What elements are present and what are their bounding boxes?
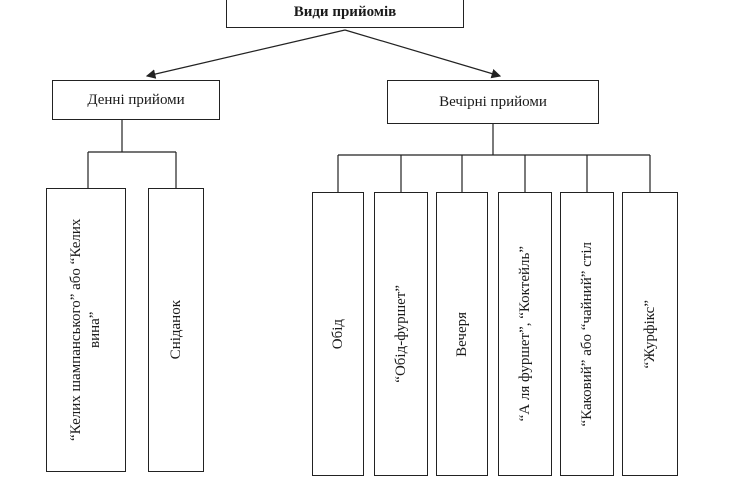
evening-item-label: “Журфікс” — [641, 299, 658, 369]
root-label: Види прийомів — [293, 3, 397, 20]
evening-item-label: Вечеря — [453, 311, 470, 357]
evening-receptions-label: Вечірні прийоми — [439, 93, 547, 110]
evening-item-label: “Каковий” або “чайний” стіл — [578, 241, 595, 427]
evening-item-supper: Вечеря — [436, 192, 488, 476]
evening-item-label: Обід — [329, 318, 346, 350]
evening-receptions-node: Вечірні прийоми — [387, 80, 599, 124]
evening-item-dinner-buffet: “Обід-фуршет” — [374, 192, 428, 476]
evening-item-label: “А ля фуршет”, “Коктейль” — [516, 246, 533, 422]
arrow-to-evening — [344, 29, 502, 79]
evening-item-buffet-cocktail: “А ля фуршет”, “Коктейль” — [498, 192, 552, 476]
day-receptions-label: Денні прийоми — [87, 91, 185, 108]
arrow-to-day — [145, 29, 346, 79]
day-receptions-node: Денні прийоми — [52, 80, 220, 120]
day-item-champagne: “Келих шампанського” або “Келих вина” — [46, 188, 126, 472]
day-item-label: Сніданок — [167, 300, 184, 360]
evening-item-jour-fixe: “Журфікс” — [622, 192, 678, 476]
evening-item-dinner: Обід — [312, 192, 364, 476]
evening-item-coffee-tea-table: “Каковий” або “чайний” стіл — [560, 192, 614, 476]
root-node: Види прийомів — [226, 0, 464, 28]
evening-item-label: “Обід-фуршет” — [392, 285, 409, 383]
day-item-label: “Келих шампанського” або “Келих вина” — [68, 218, 103, 442]
day-item-breakfast: Сніданок — [148, 188, 204, 472]
